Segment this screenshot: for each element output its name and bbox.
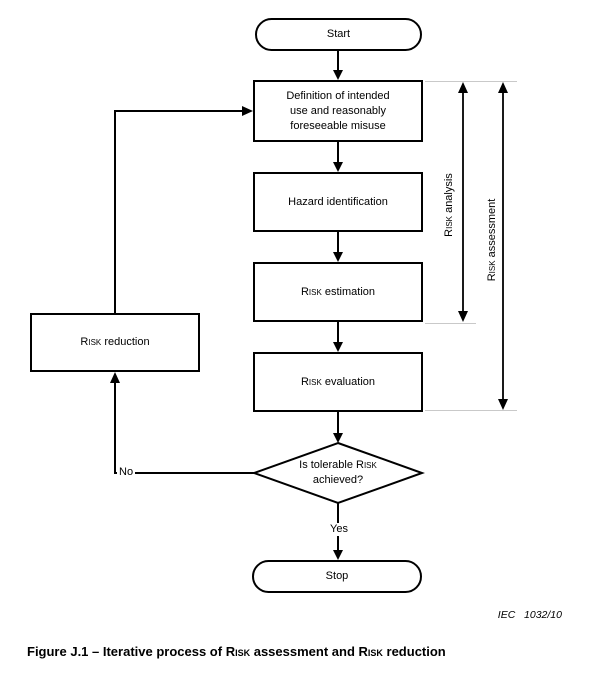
arrow-up-icon <box>110 372 120 383</box>
caption-part1: Figure J.1 – Iterative process of <box>27 644 226 659</box>
arrow-down-icon <box>333 342 343 352</box>
risk-assessment-extent-label: Risk assessment <box>486 198 498 282</box>
connector-decision-no-to-reduction <box>110 372 254 474</box>
decision-diamond-shape <box>251 441 425 505</box>
decision-line1-term: Risk <box>356 459 377 471</box>
caption-term1: Risk <box>225 644 251 659</box>
hazard-label: Hazard identification <box>288 195 388 208</box>
figure-caption: Figure J.1 – Iterative process of Risk a… <box>27 644 446 659</box>
iec-credit: IEC 1032/10 <box>497 609 562 621</box>
connector-evaluation-to-decision <box>333 412 343 443</box>
start-label: Start <box>326 28 351 40</box>
connector-definition-to-hazard <box>333 142 343 172</box>
connector-reduction-to-definition <box>114 106 253 313</box>
arrow-down-icon <box>333 550 343 560</box>
arrow-down-icon <box>333 162 343 172</box>
yes-branch-label: Yes <box>324 523 354 536</box>
definition-line2: use and reasonably <box>289 104 386 117</box>
arrow-down-icon <box>333 70 343 80</box>
arrow-up-icon <box>458 82 468 93</box>
no-branch-label: No <box>117 466 136 479</box>
definition-label: Definition of intended use and reasonabl… <box>286 89 389 134</box>
risk-analysis-extent-label: Risk analysis <box>443 173 455 237</box>
evaluation-label: Risk evaluation <box>300 375 376 388</box>
arrow-right-icon <box>242 106 253 116</box>
reduction-label: Risk reduction <box>80 336 150 348</box>
arrow-down-icon <box>458 311 468 322</box>
caption-part2: assessment and <box>250 644 359 659</box>
connector-estimation-to-evaluation <box>333 322 343 352</box>
definition-box: Definition of intended use and reasonabl… <box>253 80 423 142</box>
risk-assessment-extent-arrow <box>498 82 508 410</box>
risk-estimation-box: Risk estimation <box>253 262 423 322</box>
caption-part3: reduction <box>382 644 446 659</box>
hazard-identification-box: Hazard identification <box>253 172 423 232</box>
connector-start-to-definition <box>333 50 343 80</box>
definition-line3: foreseeable misuse <box>290 119 386 132</box>
stop-node: Stop <box>252 560 422 593</box>
risk-evaluation-box: Risk evaluation <box>253 352 423 412</box>
extent-tick-lines <box>425 81 517 411</box>
arrow-down-icon <box>498 399 508 410</box>
risk-analysis-extent-arrow <box>458 82 468 322</box>
estimation-label: Risk estimation <box>300 285 376 298</box>
definition-line1: Definition of intended <box>286 89 390 102</box>
decision-line2: achieved? <box>312 474 364 486</box>
decision-diamond-text: Is tolerable Risk achieved? <box>254 443 422 503</box>
arrow-up-icon <box>498 82 508 93</box>
decision-line1: Is tolerable <box>299 459 357 471</box>
start-node: Start <box>255 18 422 51</box>
connector-hazard-to-estimation <box>333 232 343 262</box>
caption-term2: Risk <box>358 644 383 659</box>
stop-label: Stop <box>325 570 349 582</box>
arrow-down-icon <box>333 433 343 443</box>
arrow-down-icon <box>333 252 343 262</box>
risk-reduction-box: Risk reduction <box>30 313 200 372</box>
